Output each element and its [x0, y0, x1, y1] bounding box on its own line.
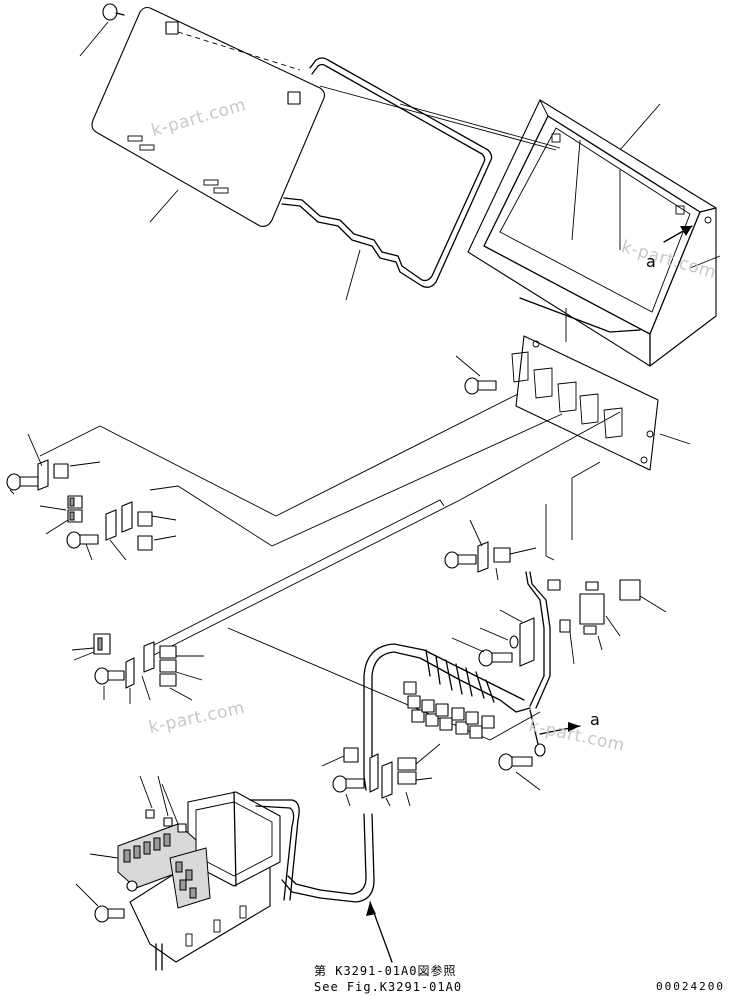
wiring-harness	[281, 643, 531, 903]
leader-line	[455, 355, 481, 377]
leader-line	[151, 515, 177, 521]
drawing-number: 00024200	[656, 980, 725, 993]
leader-line	[161, 783, 179, 825]
reference-jp: 第 K3291-01A0図参照	[314, 964, 457, 978]
leader-line	[109, 539, 127, 561]
leader-line	[597, 635, 603, 651]
leader-line	[451, 637, 485, 653]
leader-line	[605, 615, 621, 637]
leader-line	[619, 103, 661, 151]
leader-line	[85, 543, 93, 561]
leader-line	[169, 687, 193, 701]
leader-line	[71, 647, 95, 651]
leader-line	[659, 433, 691, 445]
leader-line	[569, 631, 575, 665]
relay-group-left	[6, 459, 153, 551]
arrow-a	[663, 225, 693, 243]
harness-connector	[525, 571, 641, 709]
leader-line	[509, 547, 537, 555]
leader-line	[319, 85, 557, 151]
bolt	[464, 377, 497, 395]
relay-group-right	[444, 541, 511, 573]
assembly-lines	[39, 393, 621, 741]
leader-line	[139, 775, 153, 809]
leader-line	[27, 433, 43, 467]
leader-line	[75, 883, 99, 907]
ground-terminal	[498, 709, 546, 771]
leader-line	[321, 755, 345, 767]
leader-line	[469, 519, 483, 547]
leader-line	[157, 775, 169, 817]
leader-line	[399, 103, 561, 149]
relay-group-middle	[93, 633, 177, 689]
leader-line	[175, 671, 203, 681]
reference-en: See Fig.K3291-01A0	[314, 980, 463, 994]
reference-arrow	[366, 901, 393, 963]
box-housing	[467, 99, 717, 367]
leader-line	[415, 743, 441, 765]
leader-line	[515, 771, 541, 791]
cover-panel	[91, 6, 326, 227]
relay-group-lower	[332, 747, 417, 799]
fuse-box-screws	[94, 880, 138, 923]
leader-line	[405, 791, 411, 807]
seal-gasket	[281, 57, 493, 288]
screw	[102, 3, 125, 21]
leader-line	[141, 675, 151, 701]
leader-line	[639, 595, 667, 613]
leader-line	[345, 249, 361, 301]
bolt-with-washer	[478, 617, 535, 667]
arrow-a-2	[539, 722, 581, 735]
leader-line	[9, 489, 15, 495]
leader-line	[345, 793, 351, 807]
leader-line	[499, 609, 523, 623]
leader-line	[73, 651, 95, 661]
leader-line	[39, 505, 67, 511]
leader-line	[45, 519, 69, 535]
leader-line	[149, 189, 179, 223]
detail-marker-a: a	[646, 252, 656, 271]
leader-line	[479, 627, 509, 641]
leader-line	[689, 255, 721, 269]
connector-cluster	[403, 681, 495, 739]
leader-line	[153, 535, 177, 541]
leader-line	[89, 853, 119, 859]
leader-line	[79, 21, 109, 57]
detail-marker-a-2: a	[590, 710, 600, 729]
leader-line	[495, 567, 499, 581]
fuse-box-assembly	[117, 791, 300, 971]
leader-line	[415, 777, 433, 781]
leader-line	[69, 461, 101, 467]
relay-bracket-plate	[511, 335, 659, 471]
leader-line	[385, 797, 391, 807]
